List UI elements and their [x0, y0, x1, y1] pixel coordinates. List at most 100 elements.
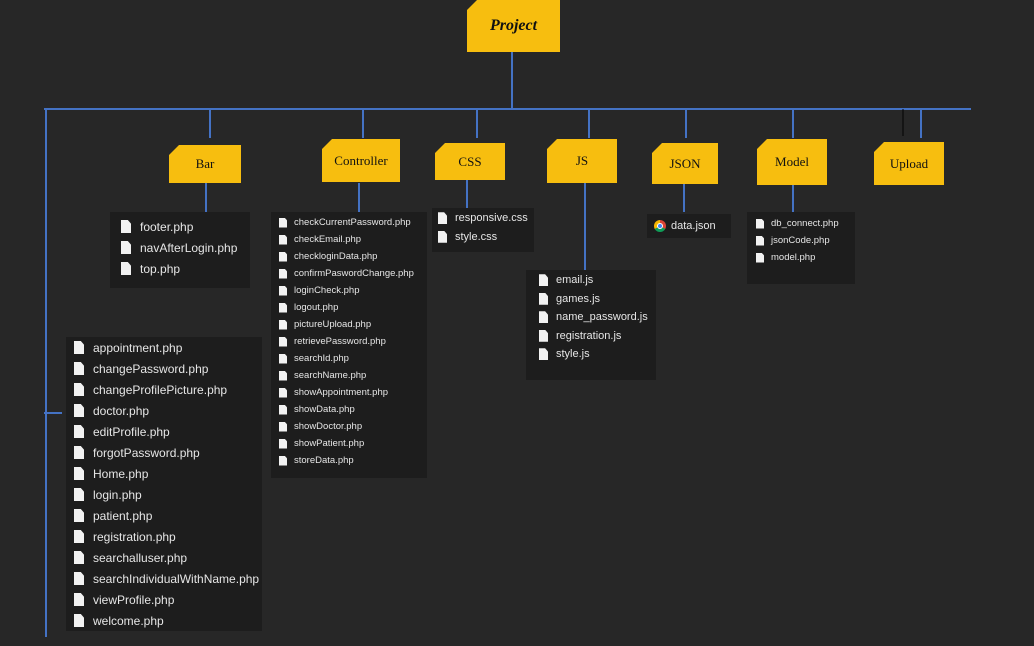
file-item[interactable]: registration.php: [74, 526, 262, 547]
file-name: checkloginData.php: [294, 251, 378, 262]
file-item[interactable]: showData.php: [279, 401, 427, 418]
file-icon: [279, 268, 287, 279]
file-icon: [539, 311, 548, 324]
file-item[interactable]: pictureUpload.php: [279, 316, 427, 333]
file-icon: [756, 252, 764, 263]
file-item[interactable]: email.js: [539, 271, 656, 290]
file-name: data.json: [671, 220, 716, 232]
file-icon: [438, 230, 447, 243]
file-icon: [74, 593, 84, 606]
file-item[interactable]: style.js: [539, 345, 656, 364]
file-item[interactable]: viewProfile.php: [74, 589, 262, 610]
file-name: showAppointment.php: [294, 387, 389, 398]
folder-label: Project: [489, 17, 538, 34]
file-icon: [279, 438, 287, 449]
file-item[interactable]: responsive.css: [438, 209, 534, 228]
file-item[interactable]: welcome.php: [74, 610, 262, 631]
file-item[interactable]: db_connect.php: [756, 215, 855, 232]
file-icon: [121, 241, 131, 254]
file-item[interactable]: login.php: [74, 484, 262, 505]
file-item[interactable]: patient.php: [74, 505, 262, 526]
file-name: games.js: [556, 292, 601, 305]
file-icon: [279, 421, 287, 432]
file-name: style.css: [455, 230, 498, 243]
file-icon: [74, 425, 84, 438]
file-item[interactable]: loginCheck.php: [279, 282, 427, 299]
file-icon: [279, 455, 287, 466]
file-item[interactable]: confirmPaswordChange.php: [279, 265, 427, 282]
file-item[interactable]: jsonCode.php: [756, 232, 855, 249]
folder-upload[interactable]: Upload: [874, 142, 944, 185]
file-item[interactable]: showPatient.php: [279, 435, 427, 452]
file-name: style.js: [556, 348, 590, 361]
file-name: registration.php: [93, 529, 176, 544]
file-icon: [279, 404, 287, 415]
file-item[interactable]: data.json: [654, 216, 731, 236]
folder-bar[interactable]: Bar: [169, 145, 241, 183]
file-item[interactable]: checkEmail.php: [279, 231, 427, 248]
file-icon: [279, 217, 287, 228]
file-item[interactable]: showAppointment.php: [279, 384, 427, 401]
file-name: logout.php: [294, 302, 339, 313]
file-item[interactable]: name_password.js: [539, 308, 656, 327]
folder-js[interactable]: JS: [547, 139, 617, 183]
file-name: jsonCode.php: [771, 235, 830, 246]
file-item[interactable]: logout.php: [279, 299, 427, 316]
file-item[interactable]: searchIndividualWithName.php: [74, 568, 262, 589]
file-item[interactable]: storeData.php: [279, 452, 427, 469]
file-item[interactable]: appointment.php: [74, 337, 262, 358]
file-icon: [539, 292, 548, 305]
file-item[interactable]: forgotPassword.php: [74, 442, 262, 463]
file-item[interactable]: Home.php: [74, 463, 262, 484]
file-item[interactable]: changeProfilePicture.php: [74, 379, 262, 400]
file-item[interactable]: games.js: [539, 290, 656, 309]
folder-label: CSS: [458, 153, 482, 169]
file-icon: [756, 218, 764, 229]
file-item[interactable]: model.php: [756, 249, 855, 266]
file-icon: [74, 383, 84, 396]
file-item[interactable]: footer.php: [121, 216, 250, 237]
file-name: searchName.php: [294, 370, 367, 381]
file-icon: [279, 251, 287, 262]
folder-project[interactable]: Project: [467, 0, 560, 52]
file-name: appointment.php: [93, 340, 183, 355]
file-item[interactable]: retrievePassword.php: [279, 333, 427, 350]
folder-css[interactable]: CSS: [435, 143, 505, 180]
file-name: changeProfilePicture.php: [93, 382, 228, 397]
folder-controller[interactable]: Controller: [322, 139, 400, 182]
folder-label: Model: [775, 154, 809, 169]
file-item[interactable]: checkloginData.php: [279, 248, 427, 265]
file-item[interactable]: searchalluser.php: [74, 547, 262, 568]
file-item[interactable]: registration.js: [539, 327, 656, 346]
folder-model[interactable]: Model: [757, 139, 827, 185]
file-name: db_connect.php: [771, 218, 839, 229]
file-item[interactable]: editProfile.php: [74, 421, 262, 442]
file-item[interactable]: style.css: [438, 228, 534, 247]
file-name: checkEmail.php: [294, 234, 362, 245]
file-name: searchalluser.php: [93, 550, 188, 565]
file-icon: [279, 285, 287, 296]
file-item[interactable]: doctor.php: [74, 400, 262, 421]
file-icon: [74, 446, 84, 459]
file-name: forgotPassword.php: [93, 445, 200, 460]
file-icon: [74, 614, 84, 627]
file-name: responsive.css: [455, 212, 528, 225]
folder-json[interactable]: JSON: [652, 143, 718, 184]
file-name: changePassword.php: [93, 361, 209, 376]
file-icon: [74, 551, 84, 564]
file-item[interactable]: changePassword.php: [74, 358, 262, 379]
file-item[interactable]: checkCurrentPassword.php: [279, 214, 427, 231]
file-icon: [74, 530, 84, 543]
file-item[interactable]: showDoctor.php: [279, 418, 427, 435]
file-item[interactable]: navAfterLogin.php: [121, 237, 250, 258]
file-icon: [279, 234, 287, 245]
file-item[interactable]: searchName.php: [279, 367, 427, 384]
file-name: showPatient.php: [294, 438, 365, 449]
file-item[interactable]: top.php: [121, 258, 250, 279]
file-name: Home.php: [93, 466, 149, 481]
file-icon: [539, 348, 548, 361]
model-files-list: db_connect.php jsonCode.php model.php: [747, 212, 855, 284]
file-icon: [279, 353, 287, 364]
file-item[interactable]: searchId.php: [279, 350, 427, 367]
